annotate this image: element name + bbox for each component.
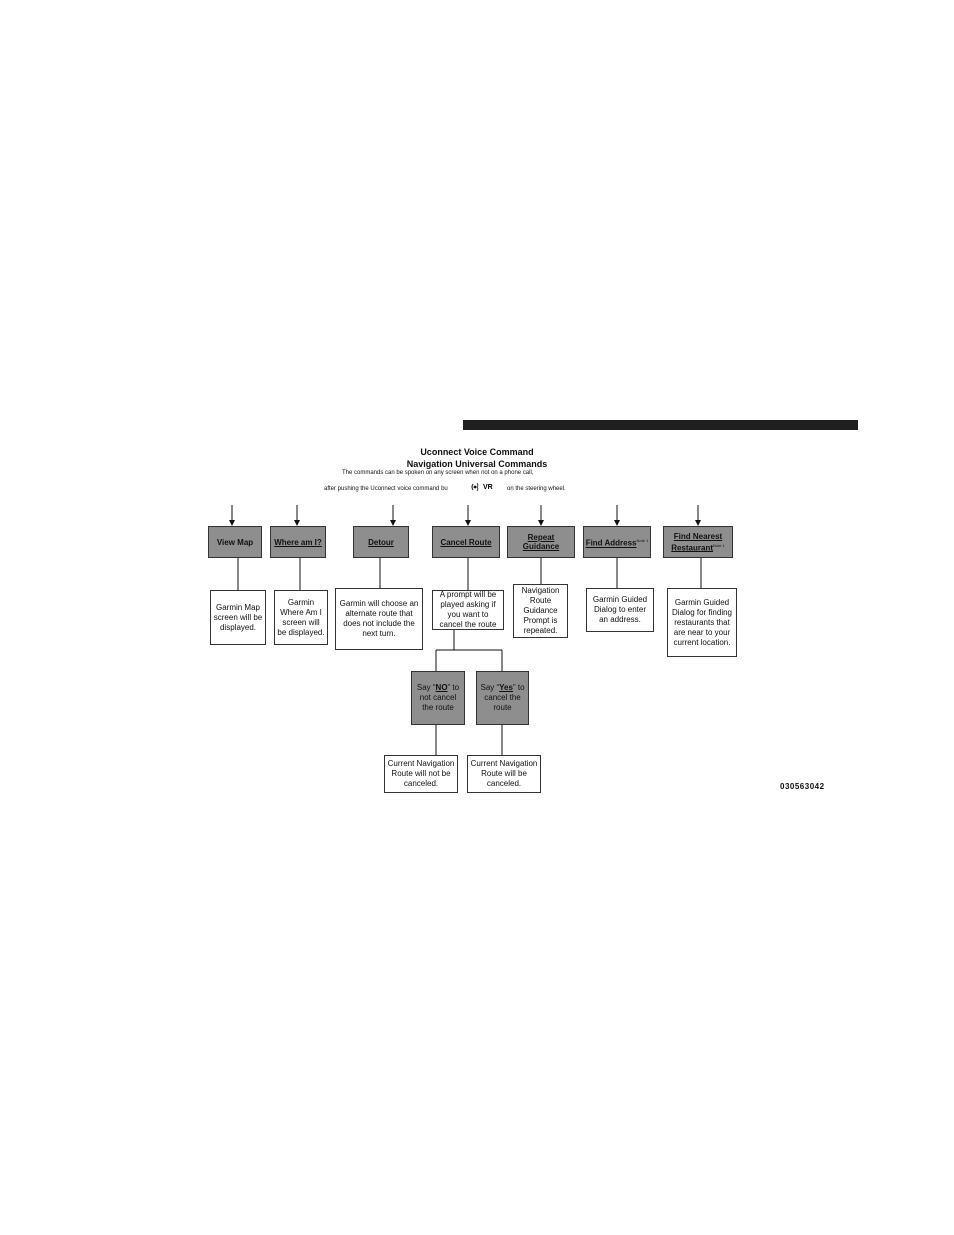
diagram-title: Uconnect Voice Command — [420, 447, 534, 457]
command-detour: Detour — [353, 526, 409, 558]
note-superscript: Note 1 — [713, 542, 725, 548]
result-find-address: Garmin Guided Dialog to enter an address… — [586, 588, 654, 632]
command-find-address: Find AddressNote 1 — [583, 526, 651, 558]
result-cancel-route: A prompt will be played asking if you wa… — [432, 590, 504, 630]
say-suffix: ” to cancel the route — [484, 683, 525, 712]
say-yes-option: Say “Yes” to cancel the route — [476, 671, 529, 725]
command-label: Find Nearest Restaurant — [671, 531, 723, 553]
result-do-not-cancel: Current Navigation Route will not be can… — [384, 755, 458, 793]
result-where-am-i: Garmin Where Am I screen will be display… — [274, 590, 328, 645]
figure-id: 030563042 — [780, 782, 825, 791]
result-cancel: Current Navigation Route will be cancele… — [467, 755, 541, 793]
command-cancel-route: Cancel Route — [432, 526, 500, 558]
command-label: Detour — [368, 537, 394, 547]
command-where-am-i: Where am I? — [270, 526, 326, 558]
say-keyword: NO — [435, 683, 448, 692]
result-view-map: Garmin Map screen will be displayed. — [210, 590, 266, 645]
command-label: View Map — [216, 537, 254, 547]
command-label: Cancel Route — [440, 537, 492, 547]
voice-command-button-icon: VR — [471, 482, 493, 492]
say-keyword: Yes — [499, 683, 513, 692]
command-find-nearest-restaurant: Find Nearest RestaurantNote 1 — [663, 526, 733, 558]
command-label: Where am I? — [274, 537, 322, 547]
command-label: Find Address — [585, 538, 637, 548]
result-detour: Garmin will choose an alternate route th… — [335, 588, 423, 650]
say-no-option: Say “NO” to not cancel the route — [411, 671, 465, 725]
command-label: Repeat Guidance — [522, 533, 560, 551]
section-header-bar — [463, 420, 858, 430]
say-suffix: ” to not cancel the route — [419, 683, 460, 712]
diagram-subtitle: Navigation Universal Commands — [406, 459, 548, 469]
instruction-before: after pushing the Uconnect voice command… — [324, 486, 448, 492]
command-repeat-guidance: Repeat Guidance — [507, 526, 575, 558]
say-prefix: Say “ — [480, 683, 500, 692]
vr-icon-label: VR — [483, 484, 493, 491]
note-superscript: Note 1 — [636, 538, 649, 544]
instruction-after: on the steering wheel. — [507, 486, 566, 492]
command-view-map: View Map — [208, 526, 262, 558]
result-find-nearest-restaurant: Garmin Guided Dialog for finding restaur… — [667, 588, 737, 657]
diagram-note: The commands can be spoken on any screen… — [342, 470, 534, 476]
result-repeat-guidance: Navigation Route Guidance Prompt is repe… — [513, 584, 568, 638]
say-prefix: Say “ — [416, 683, 436, 692]
